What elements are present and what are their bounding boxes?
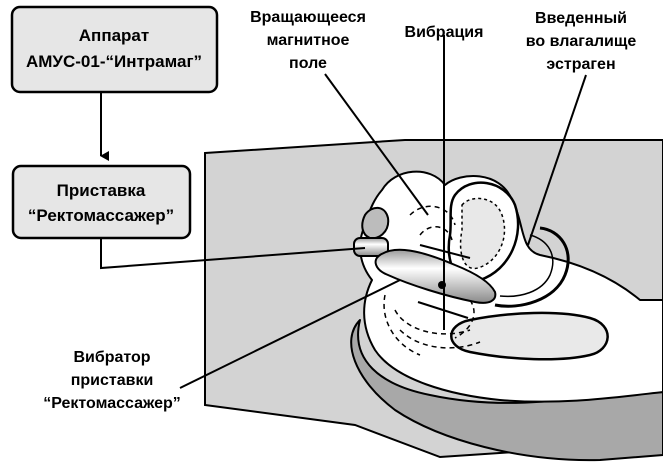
- field-label-line2: магнитное: [267, 32, 350, 49]
- anal-opening: [362, 208, 388, 238]
- field-label: Вращающееся магнитное поле: [250, 9, 366, 72]
- estragen-label: Введенный во влагалище эстраген: [526, 10, 637, 73]
- vibrator-label-line1: Вибратор: [73, 349, 150, 366]
- attachment-box: Приставка “Ректомассажер”: [13, 166, 190, 238]
- probe-center-dot: [438, 281, 446, 289]
- rectum-outline: [451, 313, 607, 359]
- vibrator-label-line3: “Ректомассажер”: [43, 395, 181, 412]
- field-label-line1: Вращающееся: [250, 9, 366, 26]
- vibration-label: Вибрация: [405, 24, 484, 41]
- attachment-box-line2: “Ректомассажер”: [28, 206, 174, 225]
- attachment-box-line1: Приставка: [57, 181, 146, 200]
- estragen-label-line1: Введенный: [535, 10, 627, 27]
- device-box-line2: АМУС-01-“Интрамаг”: [26, 52, 202, 71]
- vibrator-label: Вибратор приставки “Ректомассажер”: [43, 349, 181, 412]
- field-label-line3: поле: [289, 55, 327, 72]
- device-box: Аппарат АМУС-01-“Интрамаг”: [12, 7, 217, 92]
- estragen-label-line2: во влагалище: [526, 33, 637, 50]
- estragen-label-line3: эстраген: [546, 56, 615, 73]
- vibrator-label-line2: приставки: [71, 372, 154, 389]
- device-box-line1: Аппарат: [79, 26, 149, 45]
